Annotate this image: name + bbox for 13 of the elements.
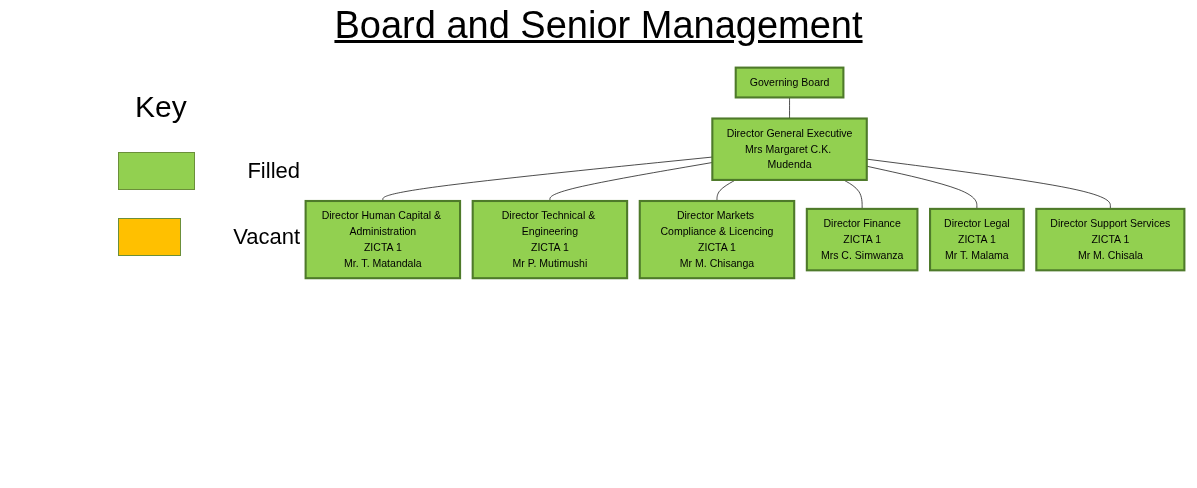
legend-heading: Key: [135, 90, 188, 124]
node-box: Director General Executive Mrs Margaret C.K. Mudenda: [711, 117, 868, 181]
connector: [789, 97, 790, 119]
node-box: Governing Board: [734, 66, 845, 99]
legend-text: Filled: [247, 158, 300, 184]
node-box: Director Human Capital & Administration ZICTA 1 Mr. T. Matandala: [304, 199, 462, 280]
node-box: Director Legal ZICTA 1 Mr T. Malama: [929, 207, 1025, 272]
node-box: Director Support Services ZICTA 1 Mr M. Chisala: [1035, 207, 1186, 272]
node-box: Director Finance ZICTA 1 Mrs C. Simwanza: [805, 207, 919, 272]
node-box: Director Technical & Engineering ZICTA 1 Mr P. Mutimushi: [471, 199, 629, 280]
node-box: Director Markets Compliance & Licencing ZICTA 1 Mr M. Chisanga: [638, 199, 796, 280]
legend-text: Vacant: [233, 224, 300, 250]
diagram-title: Board and Senior Management: [333, 4, 864, 47]
